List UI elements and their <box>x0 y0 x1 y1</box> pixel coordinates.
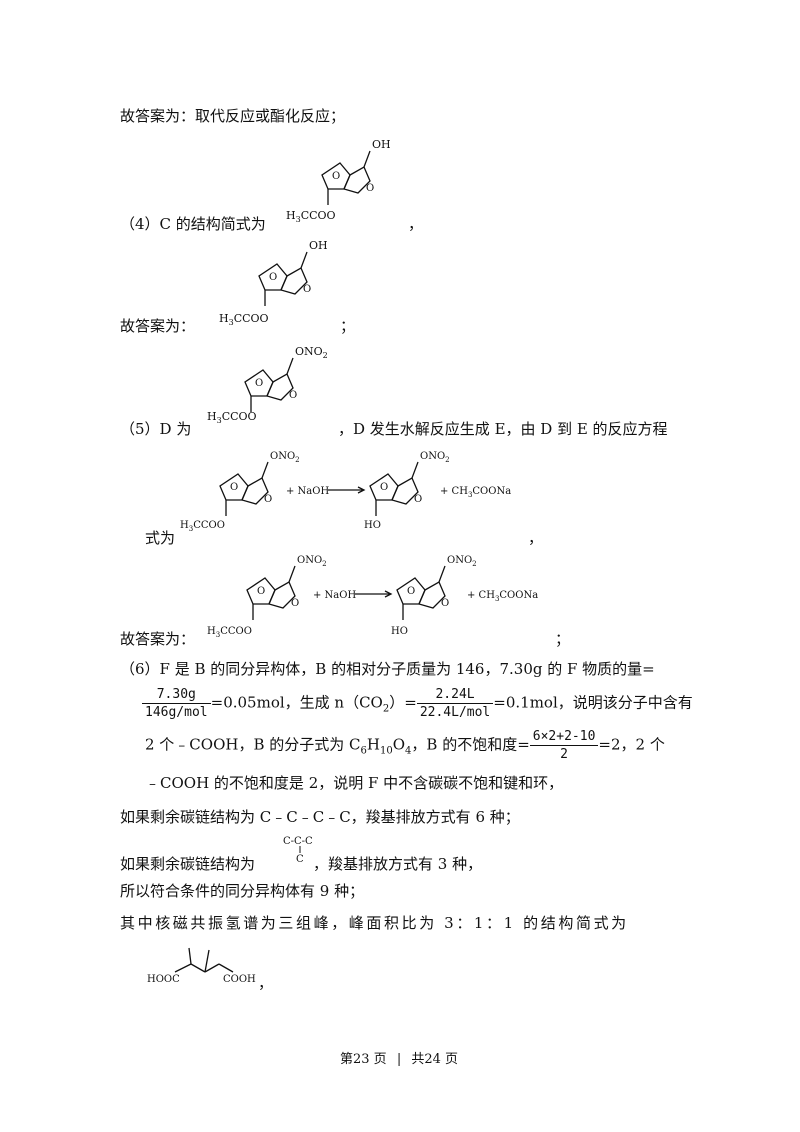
answer-line-2: （4）C 的结构简式为 <box>120 215 266 233</box>
final-structure-image: HOOC COOH <box>143 938 263 993</box>
svg-text:H3CCOO: H3CCOO <box>207 410 257 425</box>
svg-text:+ CH3COONa: + CH3COONa <box>467 590 538 603</box>
answer-line-5-prefix: （5）D 为 <box>120 420 192 438</box>
svg-text:O: O <box>264 494 272 505</box>
svg-text:+ NaOH: + NaOH <box>313 590 356 601</box>
svg-text:HO: HO <box>364 520 381 531</box>
svg-text:C: C <box>296 854 304 865</box>
answer-line-6-prefix: 式为 <box>145 529 176 547</box>
svg-text:O: O <box>291 598 299 609</box>
page-total: 共24 页 <box>411 1052 459 1067</box>
comma-2: ， <box>528 529 544 547</box>
svg-text:ONO2: ONO2 <box>270 451 300 464</box>
answer-line-14: 所以符合条件的同分异构体有 9 种； <box>120 882 365 900</box>
branched-chain-image: C-C-C C <box>283 833 323 865</box>
svg-text:O: O <box>414 494 422 505</box>
page-number: 第23 页 <box>340 1052 387 1067</box>
svg-text:O: O <box>269 272 277 283</box>
svg-text:H3CCOO: H3CCOO <box>219 312 269 327</box>
svg-text:O: O <box>303 284 311 295</box>
svg-text:O: O <box>332 171 340 182</box>
answer-line-12: 如果剩余碳链结构为 C﹣C﹣C﹣C，羧基排放方式有 6 种； <box>120 808 520 826</box>
svg-text:O: O <box>380 482 388 493</box>
answer-line-11: ﹣COOH 的不饱和度是 2，说明 F 中不含碳碳不饱和键和环， <box>145 774 564 792</box>
svg-text:O: O <box>289 390 297 401</box>
svg-text:ONO2: ONO2 <box>295 345 328 360</box>
svg-text:H3CCOO: H3CCOO <box>180 520 225 533</box>
comma-1: ， <box>408 215 424 233</box>
svg-text:O: O <box>407 586 415 597</box>
page-footer: 第23 页 | 共24 页 <box>340 1048 458 1067</box>
svg-text:O: O <box>366 183 374 194</box>
answer-line-10: 2 个﹣COOH，B 的分子式为 C6H10O4，B 的不饱和度=6×2+2-1… <box>145 728 665 763</box>
svg-text:ONO2: ONO2 <box>420 451 450 464</box>
svg-text:OH: OH <box>372 138 391 151</box>
svg-text:+ CH3COONa: + CH3COONa <box>440 486 511 499</box>
svg-text:HO: HO <box>391 626 408 637</box>
svg-text:OH: OH <box>309 239 328 252</box>
svg-text:HOOC: HOOC <box>147 974 180 985</box>
svg-text:ONO2: ONO2 <box>447 555 477 568</box>
svg-text:C-C-C: C-C-C <box>283 836 313 847</box>
answer-line-15: 其中核磁共振氢谱为三组峰，峰面积比为 3：1：1 的结构简式为 <box>120 914 629 932</box>
svg-text:H3CCOO: H3CCOO <box>286 209 336 224</box>
svg-text:O: O <box>441 598 449 609</box>
answer-line-13-suffix: ，羧基排放方式有 3 种， <box>313 855 483 873</box>
answer-line-13-prefix: 如果剩余碳链结构为 <box>120 855 256 873</box>
semicolon-1: ； <box>340 317 356 335</box>
comma-3: ， <box>258 974 274 992</box>
svg-text:COOH: COOH <box>223 974 256 985</box>
reaction-equation-image: O O ONO2 H3CCOO + NaOH O O ONO2 HO + CH3… <box>178 444 528 539</box>
svg-text:+ NaOH: + NaOH <box>286 486 329 497</box>
structure-c-image: O O OH H3CCOO <box>278 133 408 228</box>
semicolon-2: ； <box>555 630 571 648</box>
structure-c-answer-image: O O OH H3CCOO <box>215 232 345 327</box>
svg-text:O: O <box>255 378 263 389</box>
answer-line-8: （6）F 是 B 的同分异构体，B 的相对分子质量为 146，7.30g 的 F… <box>120 660 655 678</box>
answer-label-2: 故答案为： <box>120 317 196 335</box>
answer-line-1: 故答案为：取代反应或酯化反应； <box>120 107 346 125</box>
answer-line-5-suffix: ，D 发生水解反应生成 E，由 D 到 E 的反应方程 <box>338 420 668 438</box>
svg-text:O: O <box>257 586 265 597</box>
svg-text:O: O <box>230 482 238 493</box>
footer-separator: | <box>396 1052 402 1067</box>
reaction-equation-answer-image: O O ONO2 H3CCOO + NaOH O O ONO2 HO + CH3… <box>205 548 555 643</box>
structure-d-image: O O ONO2 H3CCOO <box>205 338 345 433</box>
svg-text:ONO2: ONO2 <box>297 555 327 568</box>
svg-text:H3CCOO: H3CCOO <box>207 626 252 639</box>
answer-label-3: 故答案为： <box>120 630 196 648</box>
